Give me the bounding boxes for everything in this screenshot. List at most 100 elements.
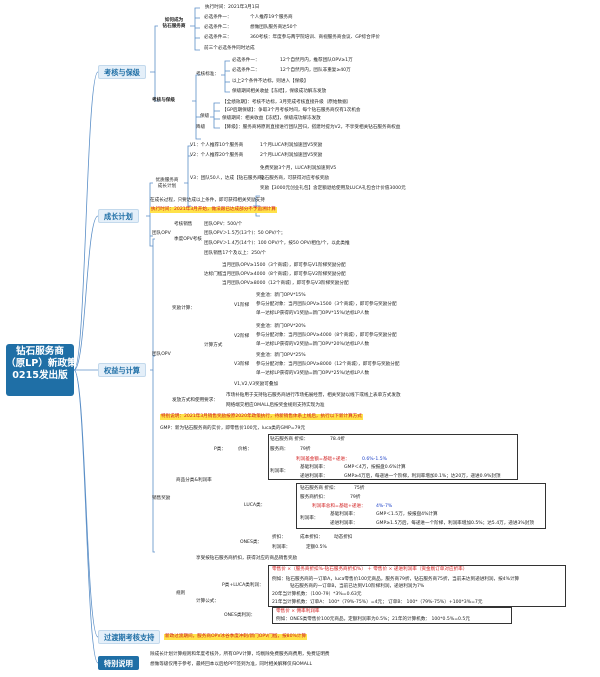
root-title-line1: 钻石服务商 [16,346,64,357]
s3-p-d2: 递进利润率： [300,474,328,479]
s3-f6: 零售价 × 佣率利润率 [276,609,320,614]
s3-luca: LUCA类： [244,503,266,508]
s1-cond1-text: 个人推荐19个服务商 [250,15,293,20]
s3-v3-2: 单一达标LP获得的V3奖励=新门OPV*25%/达标LP人数 [256,371,370,376]
s3-ones: ONES类： [240,540,263,545]
s3-dacheng-2: 当月团队OPV≥8000（12个商城），即可参与V3阶梯奖励分配 [222,281,349,286]
s3-ones-a: 折扣： [272,535,286,540]
s3-v3-0: 奖金池：新门OPV*25% [256,353,306,358]
s3-luca-c-v: 4%-7% [376,504,393,509]
s1-become: 如何成为 钻石服务商 [162,18,186,29]
s3-p-b-v: 79折 [300,447,311,452]
section-chengzhang[interactable]: 成长计划 [98,209,139,223]
s3-ones-a1-v: 动态折扣 [334,535,353,540]
section-guodu[interactable]: 过渡期考核支持 [98,630,161,644]
s3-team-opv-item-4: 团队OPV＞1.4万(14个)：100 OPV/个，按50 OPV/相位/个，以… [204,241,350,246]
s3-p-c-v: 0.6%-1.5% [362,457,387,462]
s1-exec-date: 执行时间：2021年3月1日 [205,5,260,10]
s2-v3-r2: 钻石服务商，可获得对应考核奖励 [260,176,329,181]
s3-ones-b1: 定额0.5% [306,545,327,550]
s3-p-d1: 基础利润率： [300,465,328,470]
s3-f3: 钻石服务商的一订单B，当前已达到V10阶梯利润，递进利润为7% [290,584,425,589]
s3-luca-d2: 递进利润率： [330,521,358,526]
s1-bj2: 【GP后期保级】：争取3个月考核时间，每个钻石服务商仅有1次机会 [222,108,361,113]
s3-v3-1: 参与分配对象：当月团队OPV≥8000（12个商城），即可参与奖励分配 [256,362,400,367]
s2-v1: V1：个人推荐10个服务商 [190,143,244,148]
s3-product-calc: 商品分类&利润率 [176,478,212,483]
s3-dacheng-0: 当月团队OPV≥1500（3个商城），即可参与V1阶梯奖励分配 [222,263,346,268]
s1-cond3-text: 360考核：年度参与两学院培训、商视服务商会议、GP综合评价 [250,35,380,40]
s3-p-a: 钻石服务商 折扣： [270,437,309,442]
s3-v1-2: 单一达标LP获得的V1奖励=新门OPV*15%/达标LP人数 [256,311,370,316]
s3-opv-label: 团队OPV [152,352,171,357]
formula-box-2 [272,607,512,624]
s3-v2-0: 奖金池：新门OPV*20% [256,324,306,329]
s3-dacheng-1: 当月团队OPV≥4000（8个商城），即可参与V2阶梯奖励分配 [222,272,346,277]
s3-pclass: P类： [214,447,226,452]
s2-v3-r1: 免费奖励3个月，LUCA利润加速到V5 [260,166,337,171]
s1-cond1-label: 必选条件一： [204,15,232,20]
s2-note1: 在成长过程，只要达成以上条件，即可获得相关奖励支持 [150,198,265,203]
s2-v2-reward: 2个月LUCA利润加速团V5奖励 [260,153,323,158]
s4-text: 新政过渡期间，服务商OPV冰谷季度冲刺/新门OPV门槛，按80%计算 [164,634,308,640]
root-title-line2: （原LP）新政策 [6,358,77,369]
s3-p-b: 服务商： [270,447,289,452]
s3-team-opv-item-0: 考核销售 [174,222,193,227]
s1-jiangji: 降级 [196,125,206,130]
s3-f1: 零售价 ×（服务商折扣%-钻石服务商折扣%） ＋ 零售价 × 递进利润率（资金剔… [272,567,468,572]
s3-ff1: 市场补贴用于支持钻石服务商进行市场拓展经营，相关奖励以线下或线上表单方式发放 [226,393,401,398]
s3-dacheng: 达标门槛 [204,272,223,277]
s3-jiangli: 奖励计算： [172,306,195,311]
s3-luca-a-v: 75折 [354,486,365,491]
s3-p-zhekou: 价格： [238,447,252,452]
s1-cond2-label: 必选条件二： [204,25,232,30]
s3-p-d1-v: GMP＜4万，按报盘0.6%计算 [344,465,406,470]
section-kaohe[interactable]: 考核与保级 [98,65,146,79]
s3-guize: 规则 [176,591,186,596]
s3-luca-d: 利润率： [300,516,319,521]
s1-cond2-text: 想做团队服务商达50个 [250,25,298,30]
s3-luca-b: 服务商折扣： [300,495,328,500]
s3-special: 特别说明：2021年3月销售奖励按原2020年政策执行，待新销售体系上线后，执行… [160,414,363,420]
s2-note2: 执行时间：2021年3月开始，做法跟已达成部分不予追溯计算 [150,207,277,213]
s3-fafang: 发放方式和使用要求： [172,398,218,403]
s3-luca-d1-v: GMP＜1.5万，按报盘4%计算 [376,512,438,517]
s1-baoji: 保级 [200,114,210,119]
s3-ones-b: 利润率： [272,545,291,550]
s3-gz-intro: 享受按钻石服务商折扣，获得对应的商品销售奖励 [196,556,298,561]
s3-jisuan-gongshi: 计算公式： [196,599,219,604]
s3-team-opv: 团队OPV [152,231,171,236]
root-node[interactable]: 钻石服务商 （原LP）新政策 0215发出版 [6,344,77,396]
luca-class-box [296,483,546,529]
s3-v1: V1阶梯 [234,303,250,308]
root-title-line3: 0215发出版 [12,370,68,381]
section-quanyi[interactable]: 权益与计算 [98,363,146,377]
s3-jisuan: 计算方式 [204,343,223,348]
s2-v1-reward: 1个月LUCA利润加速团V5奖励 [260,143,323,148]
s3-v1-1: 参与分配对象：当月团队OPV≥1500（3个商城），即可参与奖励分配 [256,302,397,307]
s3-ff2: 网络端交相应OMALL后按奖金规则支持实现为准 [226,403,325,408]
s1-bj1: 【全绩效期】：考核不达标，3月完成考核直接升级（原始数据） [222,100,352,105]
s3-f5: 21年当计算机数：订单A： 100*（79%-75%）=4元； 订单B： 100… [272,600,483,605]
s3-v-note: V1,V2,V3奖励可叠加 [234,382,279,387]
s3-v2-2: 单一达标LP获得的V2奖励=新门OPV*20%/达标LP人数 [256,342,370,347]
s2-v3: V3：团队50人，达成【钻石服务商】 [190,176,267,181]
s1-cond-note: 前三个必选条件同时达成 [204,46,255,51]
s3-p-a-v: 78.4折 [330,437,345,442]
s5-t1: 除成长计划计算规则和年度考核外，所有OPV计算，均剔除免费服务商费用，免费证明费 [150,652,330,657]
s1-std1-label: 必选条件一： [232,58,260,63]
s3-sales-bonus: 销售奖励 [152,496,171,501]
s3-luca-a: 钻石服务商 折扣： [300,486,339,491]
s2-label: 优质服务商 成长计划 [155,178,179,189]
s3-team-opv-item-2: 季度OPV考核 [174,237,202,242]
s3-team-opv-item-5: 团队销售17个及以上：250/个 [204,251,267,256]
s3-v3: V3阶梯 [234,362,250,367]
s3-gmp: GMP：新为钻石服务商的实价，即零售价100元，luca类的GMP=79元 [160,426,306,431]
s1-std4: 保级期间相关收益【冻结】，保级成功解冻发放 [232,89,327,94]
section-shuoming[interactable]: 特别说明 [98,656,139,670]
s3-luca-d1: 基础利润率： [330,512,358,517]
s3-luca-d2-v: GMP≥1.5万后，每递进一个阶梯，利润率增加0.5%；达5.4万，递进3%封顶 [376,521,534,526]
s3-luca-b-v: 79折 [350,495,361,500]
s1-std3: 以上2个条件不达标，则进入【保级】 [232,79,309,84]
